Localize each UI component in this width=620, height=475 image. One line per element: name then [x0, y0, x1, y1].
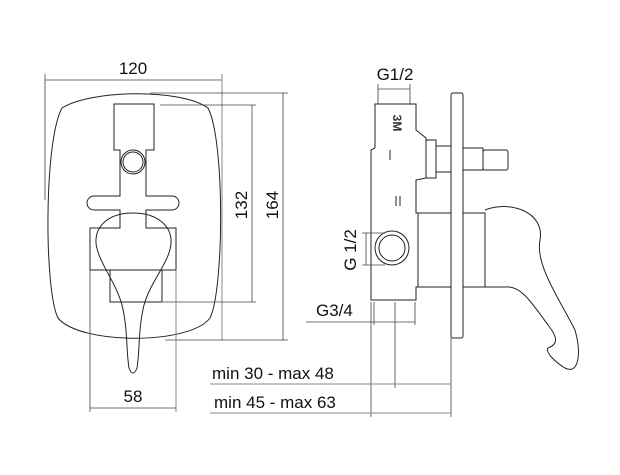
side-port	[374, 230, 410, 266]
width-dim-label: 120	[119, 59, 147, 78]
cartridge	[417, 212, 452, 288]
depth-range-2-label: min 45 - max 63	[214, 393, 336, 412]
stem-extension	[462, 147, 484, 171]
side-view: 3M G1/2 G 1/2 G3/4 min 30 - max 48	[210, 65, 579, 417]
body-marking: 3M	[390, 115, 404, 132]
top-connection-label: G1/2	[377, 65, 414, 84]
handle-base	[462, 212, 486, 288]
stem-shaft	[435, 145, 452, 173]
inner-height-dim-label: 132	[232, 191, 251, 219]
height-dim-label: 164	[263, 191, 282, 219]
front-view: 120 132 164 58	[44, 59, 288, 412]
lever-side	[484, 206, 579, 370]
depth-range-1-label: min 30 - max 48	[212, 364, 334, 383]
cover-plate	[47, 93, 222, 339]
lever-width-dim-label: 58	[124, 387, 143, 406]
diverter-knob-inner	[122, 151, 144, 173]
side-port-inner	[378, 234, 406, 262]
diverter-spindle	[482, 149, 509, 171]
bottom-connection-label: G3/4	[316, 301, 353, 320]
lever-handle	[95, 212, 172, 374]
wall-plate	[450, 92, 464, 339]
diverter-knob	[120, 149, 146, 175]
inner-rect	[109, 270, 163, 303]
diverter-housing	[86, 103, 180, 271]
side-connection-label: G 1/2	[341, 229, 360, 271]
stem-nut	[425, 139, 437, 179]
